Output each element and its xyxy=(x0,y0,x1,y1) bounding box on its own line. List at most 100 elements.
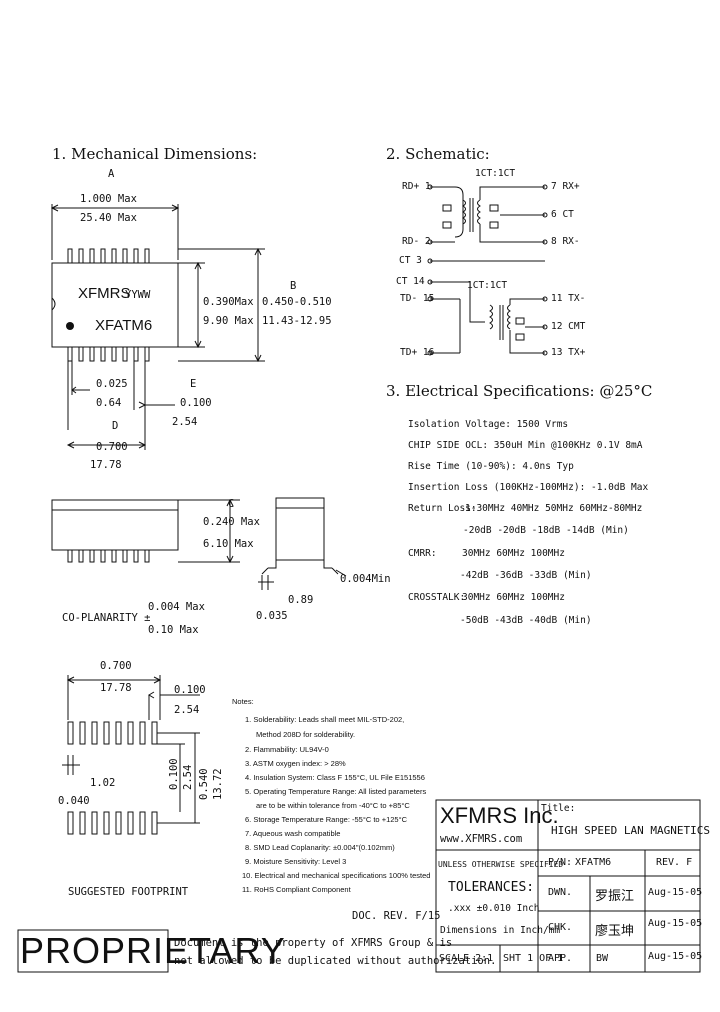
spec-rl-freqs: 1-30MHz 40MHz 50MHz 60MHz-80MHz xyxy=(465,503,643,514)
app-label: APP. xyxy=(548,953,573,964)
app-date: Aug-15-05 xyxy=(648,951,703,962)
height-inch: 0.390Max xyxy=(203,296,254,308)
section-electrical-title: 3. Electrical Specifications: @25°C xyxy=(386,382,653,400)
doc-revision: DOC. REV. F/15 xyxy=(352,910,441,922)
note-line: 7. Aqueous wash compatible xyxy=(245,829,341,838)
pin-tdm: TD- 15 xyxy=(400,293,435,304)
tolerance-value: .xxx ±0.010 Inch xyxy=(448,903,540,914)
ratio-top: 1CT:1CT xyxy=(475,168,516,179)
pin-width-mm: 0.64 xyxy=(96,397,122,409)
spec-rise: Rise Time (10-90%): 4.0ns Typ xyxy=(408,461,574,472)
note-line: 2. Flammability: UL94V-0 xyxy=(245,745,329,754)
note-line: 10. Electrical and mechanical specificat… xyxy=(242,871,431,880)
section-schematic-title: 2. Schematic: xyxy=(386,145,490,163)
note-line: 9. Moisture Sensitivity: Level 3 xyxy=(245,857,347,866)
spec-rl-vals: -20dB -20dB -18dB -14dB (Min) xyxy=(463,525,629,536)
pin-rxp: 7 RX+ xyxy=(551,181,580,192)
dim-b-mm: 11.43-12.95 xyxy=(262,315,332,327)
pitch-mm: 2.54 xyxy=(172,416,198,428)
dim-c-mm: 6.10 Max xyxy=(203,538,254,550)
fp-pitch-inch: 0.100 xyxy=(174,684,206,696)
note-line: 11. RoHS Compliant Component xyxy=(242,885,351,894)
spec-rl-label: Return Loss: xyxy=(408,503,477,514)
ratio-bottom: 1CT:1CT xyxy=(467,280,508,291)
notes-title: Notes: xyxy=(232,697,254,706)
title-label: Title: xyxy=(541,803,576,814)
note-line: 3. ASTM oxygen index: > 28% xyxy=(245,759,346,768)
proprietary-line-2: not allowed to be duplicated without aut… xyxy=(174,955,497,967)
dim-d-label: D xyxy=(112,420,119,432)
note-line: 5. Operating Temperature Range: All list… xyxy=(245,787,427,796)
spec-ocl: CHIP SIDE OCL: 350uH Min @100KHz 0.1V 8m… xyxy=(408,440,643,451)
spec-cmrr-vals: -42dB -36dB -33dB (Min) xyxy=(460,570,592,581)
drawing-title: HIGH SPEED LAN MAGNETICS xyxy=(551,824,710,837)
dim-c-label: C xyxy=(228,498,235,510)
coplanarity-inch: 0.004 Max xyxy=(148,601,205,613)
fp-v1-inch: 0.100 xyxy=(168,758,180,790)
fp-v2-mm: 13.72 xyxy=(212,768,224,800)
pin-width-inch: 0.025 xyxy=(96,378,128,390)
spec-xt-freqs: 30MHz 60MHz 100MHz xyxy=(462,592,565,603)
scale: SCALE 2:1 xyxy=(439,953,494,964)
spec-xt-label: CROSSTALK: xyxy=(408,592,466,603)
footprint-caption: SUGGESTED FOOTPRINT xyxy=(68,886,189,898)
dim-a-mm: 25.40 Max xyxy=(80,212,137,224)
fp-width-inch: 0.700 xyxy=(100,660,132,672)
chk-date: Aug-15-05 xyxy=(648,918,703,929)
pin-ct3: CT 3 xyxy=(399,255,422,266)
note-line: Method 208D for solderability. xyxy=(256,730,356,739)
pin-rdp: RD+ 1 xyxy=(402,181,431,192)
unless-specified: UNLESS OTHERWISE SPECIFIED xyxy=(438,860,564,869)
pin-txp: 13 TX+ xyxy=(551,347,586,358)
proprietary-line-1: Document is the property of XFMRS Group … xyxy=(174,937,453,949)
sheet: SHT 1 OF 1 xyxy=(503,953,564,964)
pin-rdm: RD- 2 xyxy=(402,236,431,247)
spec-cmrr-label: CMRR: xyxy=(408,548,437,559)
dim-d-mm: 17.78 xyxy=(90,459,122,471)
pin1-dot-icon xyxy=(66,322,74,330)
spec-isolation: Isolation Voltage: 1500 Vrms xyxy=(408,419,569,430)
note-line: are to be within tolerance from -40°C to… xyxy=(256,801,410,810)
proprietary-stamp: PROPRIETARY xyxy=(20,930,286,971)
company-name: XFMRS Inc. xyxy=(440,803,559,828)
pin-ct14: CT 14 xyxy=(396,276,425,287)
fp-pad-mm: 1.02 xyxy=(90,777,116,789)
dim-a-inch: 1.000 Max xyxy=(80,193,137,205)
dim-e-label: E xyxy=(190,378,197,390)
dim-a-label: A xyxy=(108,168,115,180)
note-line: 1. Solderability: Leads shall meet MIL-S… xyxy=(245,715,405,724)
revision: REV. F xyxy=(656,857,693,868)
pn-label: P/N: xyxy=(548,857,573,868)
pitch-inch: 0.100 xyxy=(180,397,212,409)
fp-pitch-mm: 2.54 xyxy=(174,704,200,716)
section-mechanical-title: 1. Mechanical Dimensions: xyxy=(52,145,258,163)
pin-rxm: 8 RX- xyxy=(551,236,580,247)
dwn-signature: 罗振江 xyxy=(595,889,635,904)
dim-b-label: B xyxy=(290,280,297,292)
coplanarity-mm: 0.10 Max xyxy=(148,624,199,636)
standoff-dim: 0.004Min xyxy=(340,573,391,585)
note-line: 4. Insulation System: Class F 155°C, UL … xyxy=(245,773,425,782)
company-website: www.XFMRS.com xyxy=(440,833,523,845)
brand-marking: XFMRS xyxy=(78,285,131,302)
fp-v1-mm: 2.54 xyxy=(182,764,194,790)
part-number: XFATM6 xyxy=(575,857,612,868)
dim-b-inch: 0.450-0.510 xyxy=(262,296,332,308)
tolerances-label: TOLERANCES: xyxy=(448,880,535,895)
dimensions-unit: Dimensions in Inch/mm xyxy=(440,925,561,936)
dim-d-inch: 0.700 xyxy=(96,441,128,453)
foot-length-inch: 0.035 xyxy=(256,610,288,622)
fp-v2-inch: 0.540 xyxy=(198,768,210,800)
note-line: 8. SMD Lead Coplanarity: ±0.004"(0.102mm… xyxy=(245,843,395,852)
coplanarity-label: CO-PLANARITY ± xyxy=(62,612,151,624)
chk-label: CHK. xyxy=(548,922,573,933)
dwn-date: Aug-15-05 xyxy=(648,887,703,898)
fp-pad-inch: 0.040 xyxy=(58,795,90,807)
chk-signature: 廖玉坤 xyxy=(595,924,635,939)
app-signature: BW xyxy=(596,953,609,964)
note-line: 6. Storage Temperature Range: -55°C to +… xyxy=(245,815,407,824)
spec-insertion-loss: Insertion Loss (100KHz-100MHz): -1.0dB M… xyxy=(408,482,649,493)
part-marking: XFATM6 xyxy=(95,317,153,334)
pin-cmt: 12 CMT xyxy=(551,321,586,332)
